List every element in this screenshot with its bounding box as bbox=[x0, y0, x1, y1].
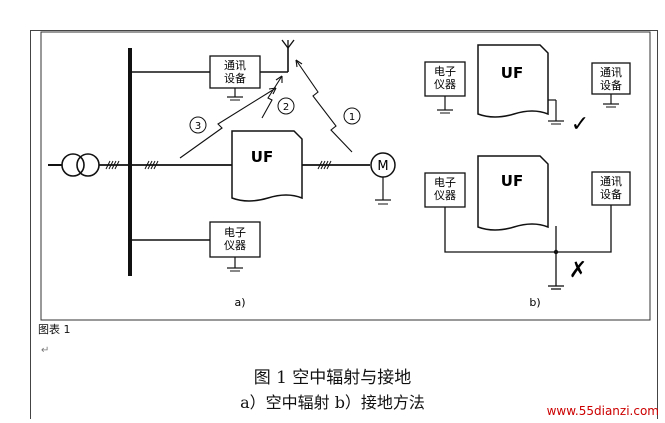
comm-equipment-label-a: 通讯设备 bbox=[224, 59, 246, 85]
transformer-symbol bbox=[48, 153, 100, 177]
watermark-text: www.55dianzi.com bbox=[546, 404, 659, 418]
svg-text:2: 2 bbox=[283, 102, 289, 113]
comm-equipment-label-b-top: 通讯设备 bbox=[600, 66, 622, 92]
instrument-label-b-top: 电子仪器 bbox=[434, 65, 456, 91]
uf-label-b-top: UF bbox=[501, 64, 523, 82]
cable-ticks-motor bbox=[317, 160, 332, 170]
figure-caption-subtitle: a）空中辐射 b）接地方法 bbox=[240, 393, 425, 412]
svg-text:3: 3 bbox=[195, 121, 201, 132]
svg-text:1: 1 bbox=[349, 112, 355, 123]
page-frame bbox=[30, 30, 658, 419]
antenna-symbol bbox=[281, 39, 295, 49]
path-marker-1: 1 bbox=[343, 107, 361, 125]
motor-label: M bbox=[377, 159, 388, 174]
instrument-box-a: 电子仪器 bbox=[209, 221, 261, 272]
uf-box-b-top: UF bbox=[477, 44, 564, 125]
comm-equipment-box-b-top: 通讯设备 bbox=[591, 62, 631, 108]
comm-equipment-box-a: 通讯设备 bbox=[209, 55, 261, 101]
cable-ticks-feed bbox=[105, 160, 159, 170]
radiation-path-3 bbox=[179, 87, 277, 159]
subfigure-a-label: a) bbox=[234, 296, 245, 309]
cross-mark: ✗ bbox=[569, 258, 587, 283]
path-marker-2: 2 bbox=[277, 97, 295, 115]
uf-box-b-bottom: UF bbox=[477, 155, 549, 231]
comm-equipment-label-b-bottom: 通讯设备 bbox=[600, 175, 622, 201]
paragraph-mark: ↵ bbox=[41, 345, 50, 356]
instrument-label-a: 电子仪器 bbox=[224, 226, 246, 252]
common-ground-wiring bbox=[444, 205, 612, 290]
uf-label-a: UF bbox=[251, 148, 273, 166]
comm-equipment-box-b-bottom: 通讯设备 bbox=[591, 171, 631, 206]
junction-dot bbox=[553, 249, 559, 255]
subfigure-b-label: b) bbox=[529, 296, 540, 309]
instrument-box-b-bottom: 电子仪器 bbox=[424, 172, 466, 208]
instrument-label-b-bottom: 电子仪器 bbox=[434, 176, 456, 202]
figure-label: 图表 1 bbox=[38, 323, 71, 336]
diagram-border bbox=[40, 31, 651, 321]
uf-label-b-bottom: UF bbox=[501, 172, 523, 190]
radiation-path-1 bbox=[295, 59, 353, 153]
path-marker-3: 3 bbox=[189, 116, 207, 134]
figure-caption-title: 图 1 空中辐射与接地 bbox=[253, 368, 412, 388]
instrument-box-b-top: 电子仪器 bbox=[424, 61, 466, 114]
motor-symbol: M bbox=[370, 152, 396, 205]
uf-box-a: UF bbox=[231, 130, 303, 202]
check-mark: ✓ bbox=[571, 112, 589, 137]
radiation-path-2 bbox=[261, 75, 283, 119]
